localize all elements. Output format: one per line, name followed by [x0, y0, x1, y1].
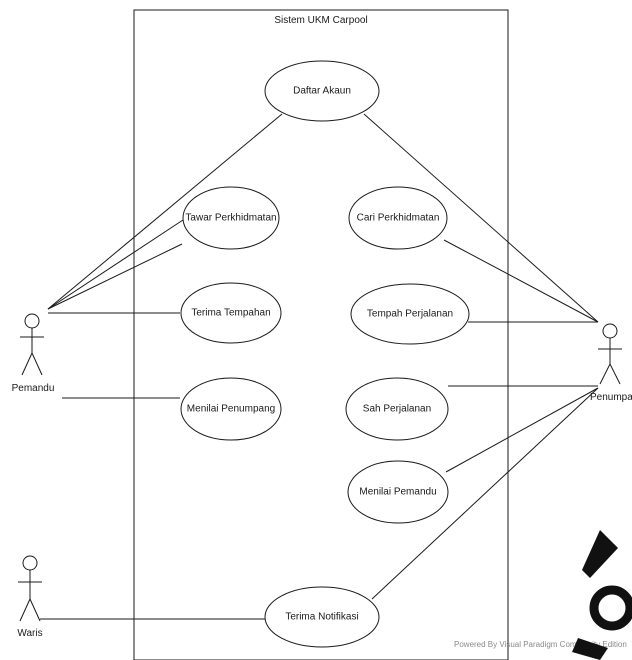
use-case-label: Terima Notifikasi [285, 612, 358, 623]
association-penumpang-terima-notifikasi [371, 387, 599, 600]
association-pemandu-tawar-perkhidmatan [47, 217, 187, 310]
actor-penumpang[interactable] [598, 323, 622, 385]
use-case-menilai-penumpang[interactable]: Menilai Penumpang [180, 377, 282, 441]
use-case-sah-perjalanan[interactable]: Sah Perjalanan [345, 377, 449, 441]
use-case-terima-notifikasi[interactable]: Terima Notifikasi [264, 586, 380, 648]
stick-figure-icon [598, 323, 622, 385]
actor-label-penumpang: Penumpang [590, 392, 632, 403]
use-case-menilai-pemandu[interactable]: Menilai Pemandu [347, 460, 449, 524]
use-case-daftar-akaun[interactable]: Daftar Akaun [264, 60, 380, 122]
corner-stamp-icon [572, 530, 632, 660]
actor-waris[interactable] [18, 555, 42, 622]
use-case-label: Daftar Akaun [293, 86, 351, 97]
use-case-terima-tempahan[interactable]: Terima Tempahan [180, 282, 282, 344]
association-pemandu-tawar-perkhidmatan-2 [47, 243, 183, 310]
stick-figure-icon [20, 313, 44, 376]
use-case-tawar-perkhidmatan[interactable]: Tawar Perkhidmatan [182, 186, 280, 250]
use-case-label: Tawar Perkhidmatan [185, 213, 276, 224]
actor-pemandu[interactable] [20, 313, 44, 376]
use-case-label: Menilai Penumpang [187, 404, 275, 415]
use-case-label: Cari Perkhidmatan [357, 213, 440, 224]
watermark-text: Powered By Visual Paradigm Community Edi… [454, 640, 627, 649]
use-case-tempah-perjalanan[interactable]: Tempah Perjalanan [350, 283, 470, 345]
actor-label-waris: Waris [17, 628, 42, 639]
use-case-label: Tempah Perjalanan [367, 309, 453, 320]
system-title: Sistem UKM Carpool [274, 15, 367, 26]
associations [40, 113, 599, 620]
system-boundary [133, 9, 509, 660]
stick-figure-icon [18, 555, 42, 622]
association-penumpang-menilai-pemandu [445, 387, 599, 473]
use-case-label: Menilai Pemandu [359, 487, 436, 498]
association-penumpang-cari-perkhidmatan [443, 239, 599, 323]
use-case-cari-perkhidmatan[interactable]: Cari Perkhidmatan [348, 186, 448, 250]
use-case-label: Sah Perjalanan [363, 404, 431, 415]
use-case-label: Terima Tempahan [191, 308, 270, 319]
association-pemandu-daftar-akaun [47, 113, 283, 310]
association-penumpang-daftar-akaun [363, 113, 599, 323]
actor-label-pemandu: Pemandu [12, 383, 55, 394]
